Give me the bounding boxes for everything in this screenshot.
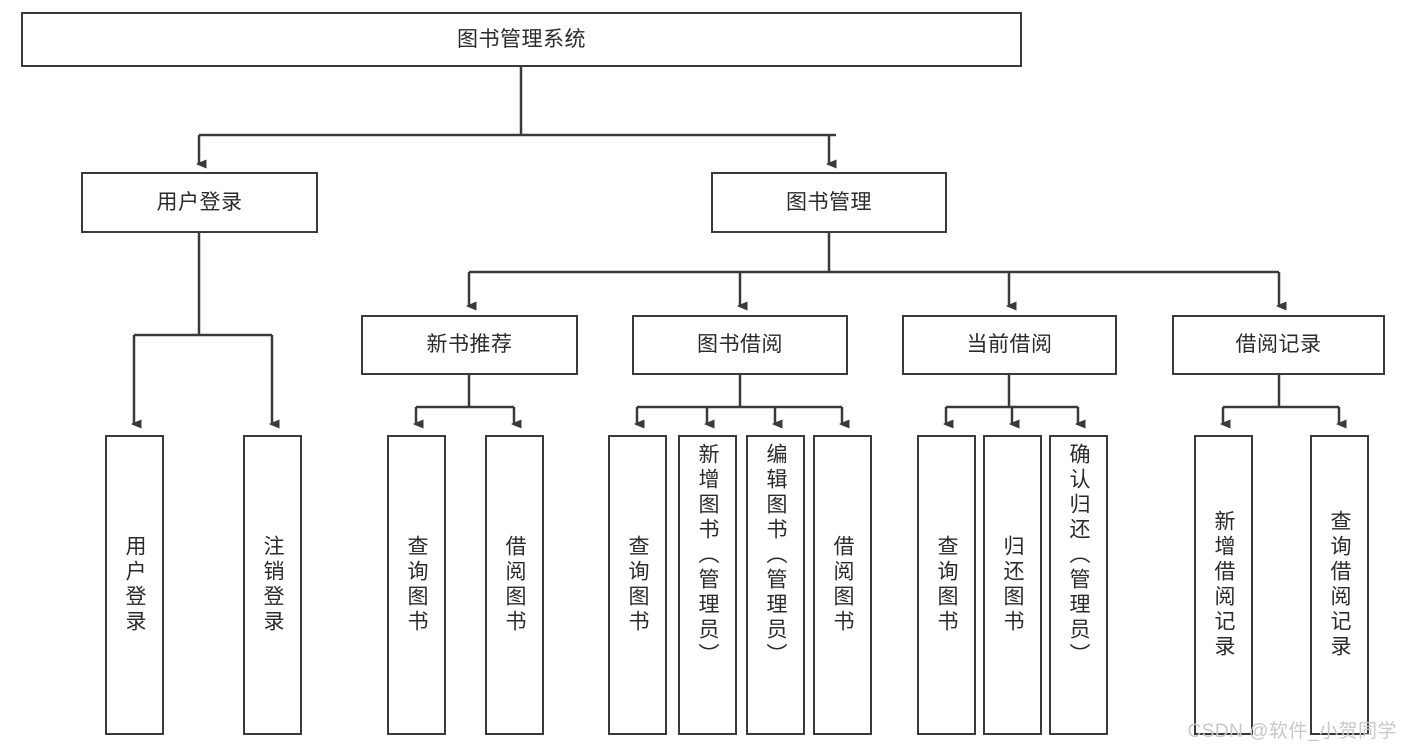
edge-bookmanage-to-level3 <box>469 233 1279 306</box>
node-leaf-query-record-label: 查询借阅记录 <box>1328 510 1351 660</box>
node-leaf-query-record[interactable]: 查询借阅记录 <box>1310 435 1369 735</box>
node-leaf-edit-book-label: 编辑图书（管理员） <box>764 443 787 668</box>
node-book-borrow[interactable]: 图书借阅 <box>632 315 848 375</box>
node-leaf-add-book-label: 新增图书（管理员） <box>696 443 719 668</box>
node-leaf-query-book-3[interactable]: 查询图书 <box>917 435 976 735</box>
node-user-login[interactable]: 用户登录 <box>81 172 318 233</box>
edge-root-to-level2 <box>199 67 836 164</box>
node-leaf-query-book-2[interactable]: 查询图书 <box>608 435 667 735</box>
node-leaf-user-login[interactable]: 用户登录 <box>105 435 164 735</box>
node-current-borrow-label: 当前借阅 <box>966 333 1053 357</box>
edge-borrowrecord-to-leaves <box>1223 375 1339 424</box>
node-new-book-recommend[interactable]: 新书推荐 <box>361 315 578 375</box>
node-leaf-query-book-1-label: 查询图书 <box>405 535 428 635</box>
node-leaf-add-record[interactable]: 新增借阅记录 <box>1194 435 1253 735</box>
node-current-borrow[interactable]: 当前借阅 <box>902 315 1117 375</box>
node-root[interactable]: 图书管理系统 <box>21 12 1022 67</box>
node-leaf-borrow-book-2[interactable]: 借阅图书 <box>813 435 872 735</box>
node-leaf-return-book-label: 归还图书 <box>1001 535 1024 635</box>
node-book-manage-label: 图书管理 <box>786 190 872 214</box>
node-borrow-record[interactable]: 借阅记录 <box>1172 315 1385 375</box>
edge-currentborrow-to-leaves <box>946 375 1078 424</box>
node-borrow-record-label: 借阅记录 <box>1235 333 1322 357</box>
edge-userlogin-to-leaves <box>134 233 272 424</box>
node-book-manage[interactable]: 图书管理 <box>711 172 947 233</box>
node-leaf-query-book-3-label: 查询图书 <box>935 535 958 635</box>
node-new-book-recommend-label: 新书推荐 <box>426 333 513 357</box>
node-leaf-confirm-return[interactable]: 确认归还（管理员） <box>1049 435 1108 735</box>
node-leaf-edit-book[interactable]: 编辑图书（管理员） <box>746 435 805 735</box>
node-leaf-borrow-book-1[interactable]: 借阅图书 <box>485 435 544 735</box>
edge-newbook-to-leaves <box>416 375 514 424</box>
node-user-login-label: 用户登录 <box>156 190 243 214</box>
csdn-watermark: CSDN @软件_小贺同学 <box>1187 721 1397 742</box>
node-leaf-confirm-return-label: 确认归还（管理员） <box>1067 443 1090 668</box>
edge-bookborrow-to-leaves <box>637 375 842 424</box>
node-leaf-return-book[interactable]: 归还图书 <box>983 435 1042 735</box>
node-leaf-add-book[interactable]: 新增图书（管理员） <box>678 435 737 735</box>
node-leaf-user-login-label: 用户登录 <box>123 535 146 635</box>
node-leaf-add-record-label: 新增借阅记录 <box>1212 510 1235 660</box>
node-leaf-user-logout[interactable]: 注销登录 <box>243 435 302 735</box>
node-leaf-borrow-book-1-label: 借阅图书 <box>503 535 526 635</box>
node-leaf-query-book-1[interactable]: 查询图书 <box>387 435 446 735</box>
node-leaf-user-logout-label: 注销登录 <box>261 535 284 635</box>
node-leaf-borrow-book-2-label: 借阅图书 <box>831 535 854 635</box>
node-book-borrow-label: 图书借阅 <box>697 333 783 357</box>
node-root-label: 图书管理系统 <box>457 27 586 51</box>
node-leaf-query-book-2-label: 查询图书 <box>626 535 649 635</box>
